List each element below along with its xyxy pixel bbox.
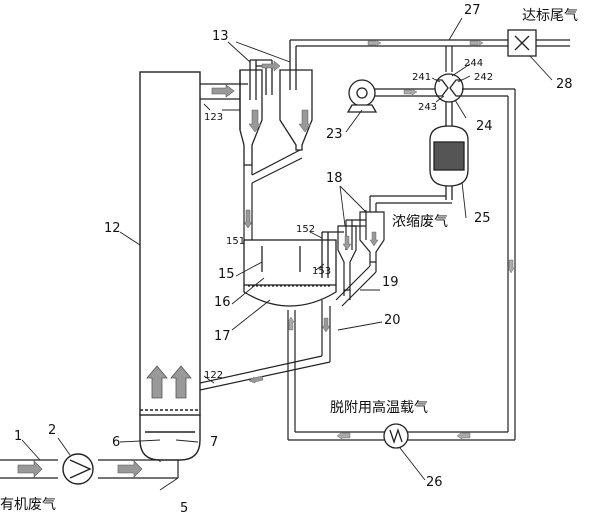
label-123: 123 [204,112,223,123]
label-152: 152 [296,224,315,235]
blower-arrow [403,88,418,96]
label-27: 27 [464,3,481,18]
adsorber-25 [429,125,469,200]
adsorption-column [139,71,201,461]
label-20: 20 [384,313,401,328]
leader-lines [21,17,553,491]
dipleg-arrow [243,209,253,229]
desorb-gas-label: 脱附用高温载气 [330,399,428,416]
label-17: 17 [214,329,231,344]
tail-gas-line [290,39,570,72]
top-arrow [211,84,235,98]
label-23: 23 [326,127,343,142]
return-arrows [248,317,331,384]
label-241: 241 [412,72,431,83]
conc-gas-label: 浓缩废气 [392,214,448,230]
label-12: 12 [104,221,121,236]
label-19: 19 [382,275,399,290]
label-1: 1 [14,429,22,444]
filter-28 [507,29,537,57]
label-15: 15 [218,267,235,282]
inlet-pipe [0,459,179,479]
cyclone-13 [239,40,313,166]
flow-up-arrows [146,365,192,399]
blower-23 [346,79,440,113]
return-legs [199,262,377,391]
label-24: 24 [476,119,493,134]
heat-exchanger-24 [434,73,515,126]
cyclone-18 [322,210,385,291]
heater-26 [383,423,409,449]
label-2: 2 [48,423,56,438]
conc-line [369,195,452,212]
tail-gas-label: 达标尾气 [522,8,578,24]
label-151: 151 [226,236,245,247]
label-122: 122 [204,370,223,381]
label-153: 153 [312,266,331,277]
label-18: 18 [326,171,343,186]
cyclone18-arrows [342,231,379,251]
label-243: 243 [418,102,437,113]
tail-arrows [367,39,484,47]
label-16: 16 [214,295,231,310]
desorber [243,232,337,307]
label-25: 25 [474,211,491,226]
label-28: 28 [556,77,573,92]
loop-arrows [287,259,515,440]
inlet-arrows [17,460,143,478]
label-242: 242 [474,72,493,83]
label-6: 6 [112,435,120,450]
label-13: 13 [212,29,229,44]
label-7: 7 [210,435,218,450]
fan-pump [62,453,94,485]
label-26: 26 [426,475,443,490]
diplegs [243,149,303,240]
label-5: 5 [180,501,188,516]
carrier-loop [287,89,516,441]
organic-gas-label: 有机废气 [0,497,56,513]
cyclone-arrows [248,60,312,133]
label-244: 244 [464,58,483,69]
